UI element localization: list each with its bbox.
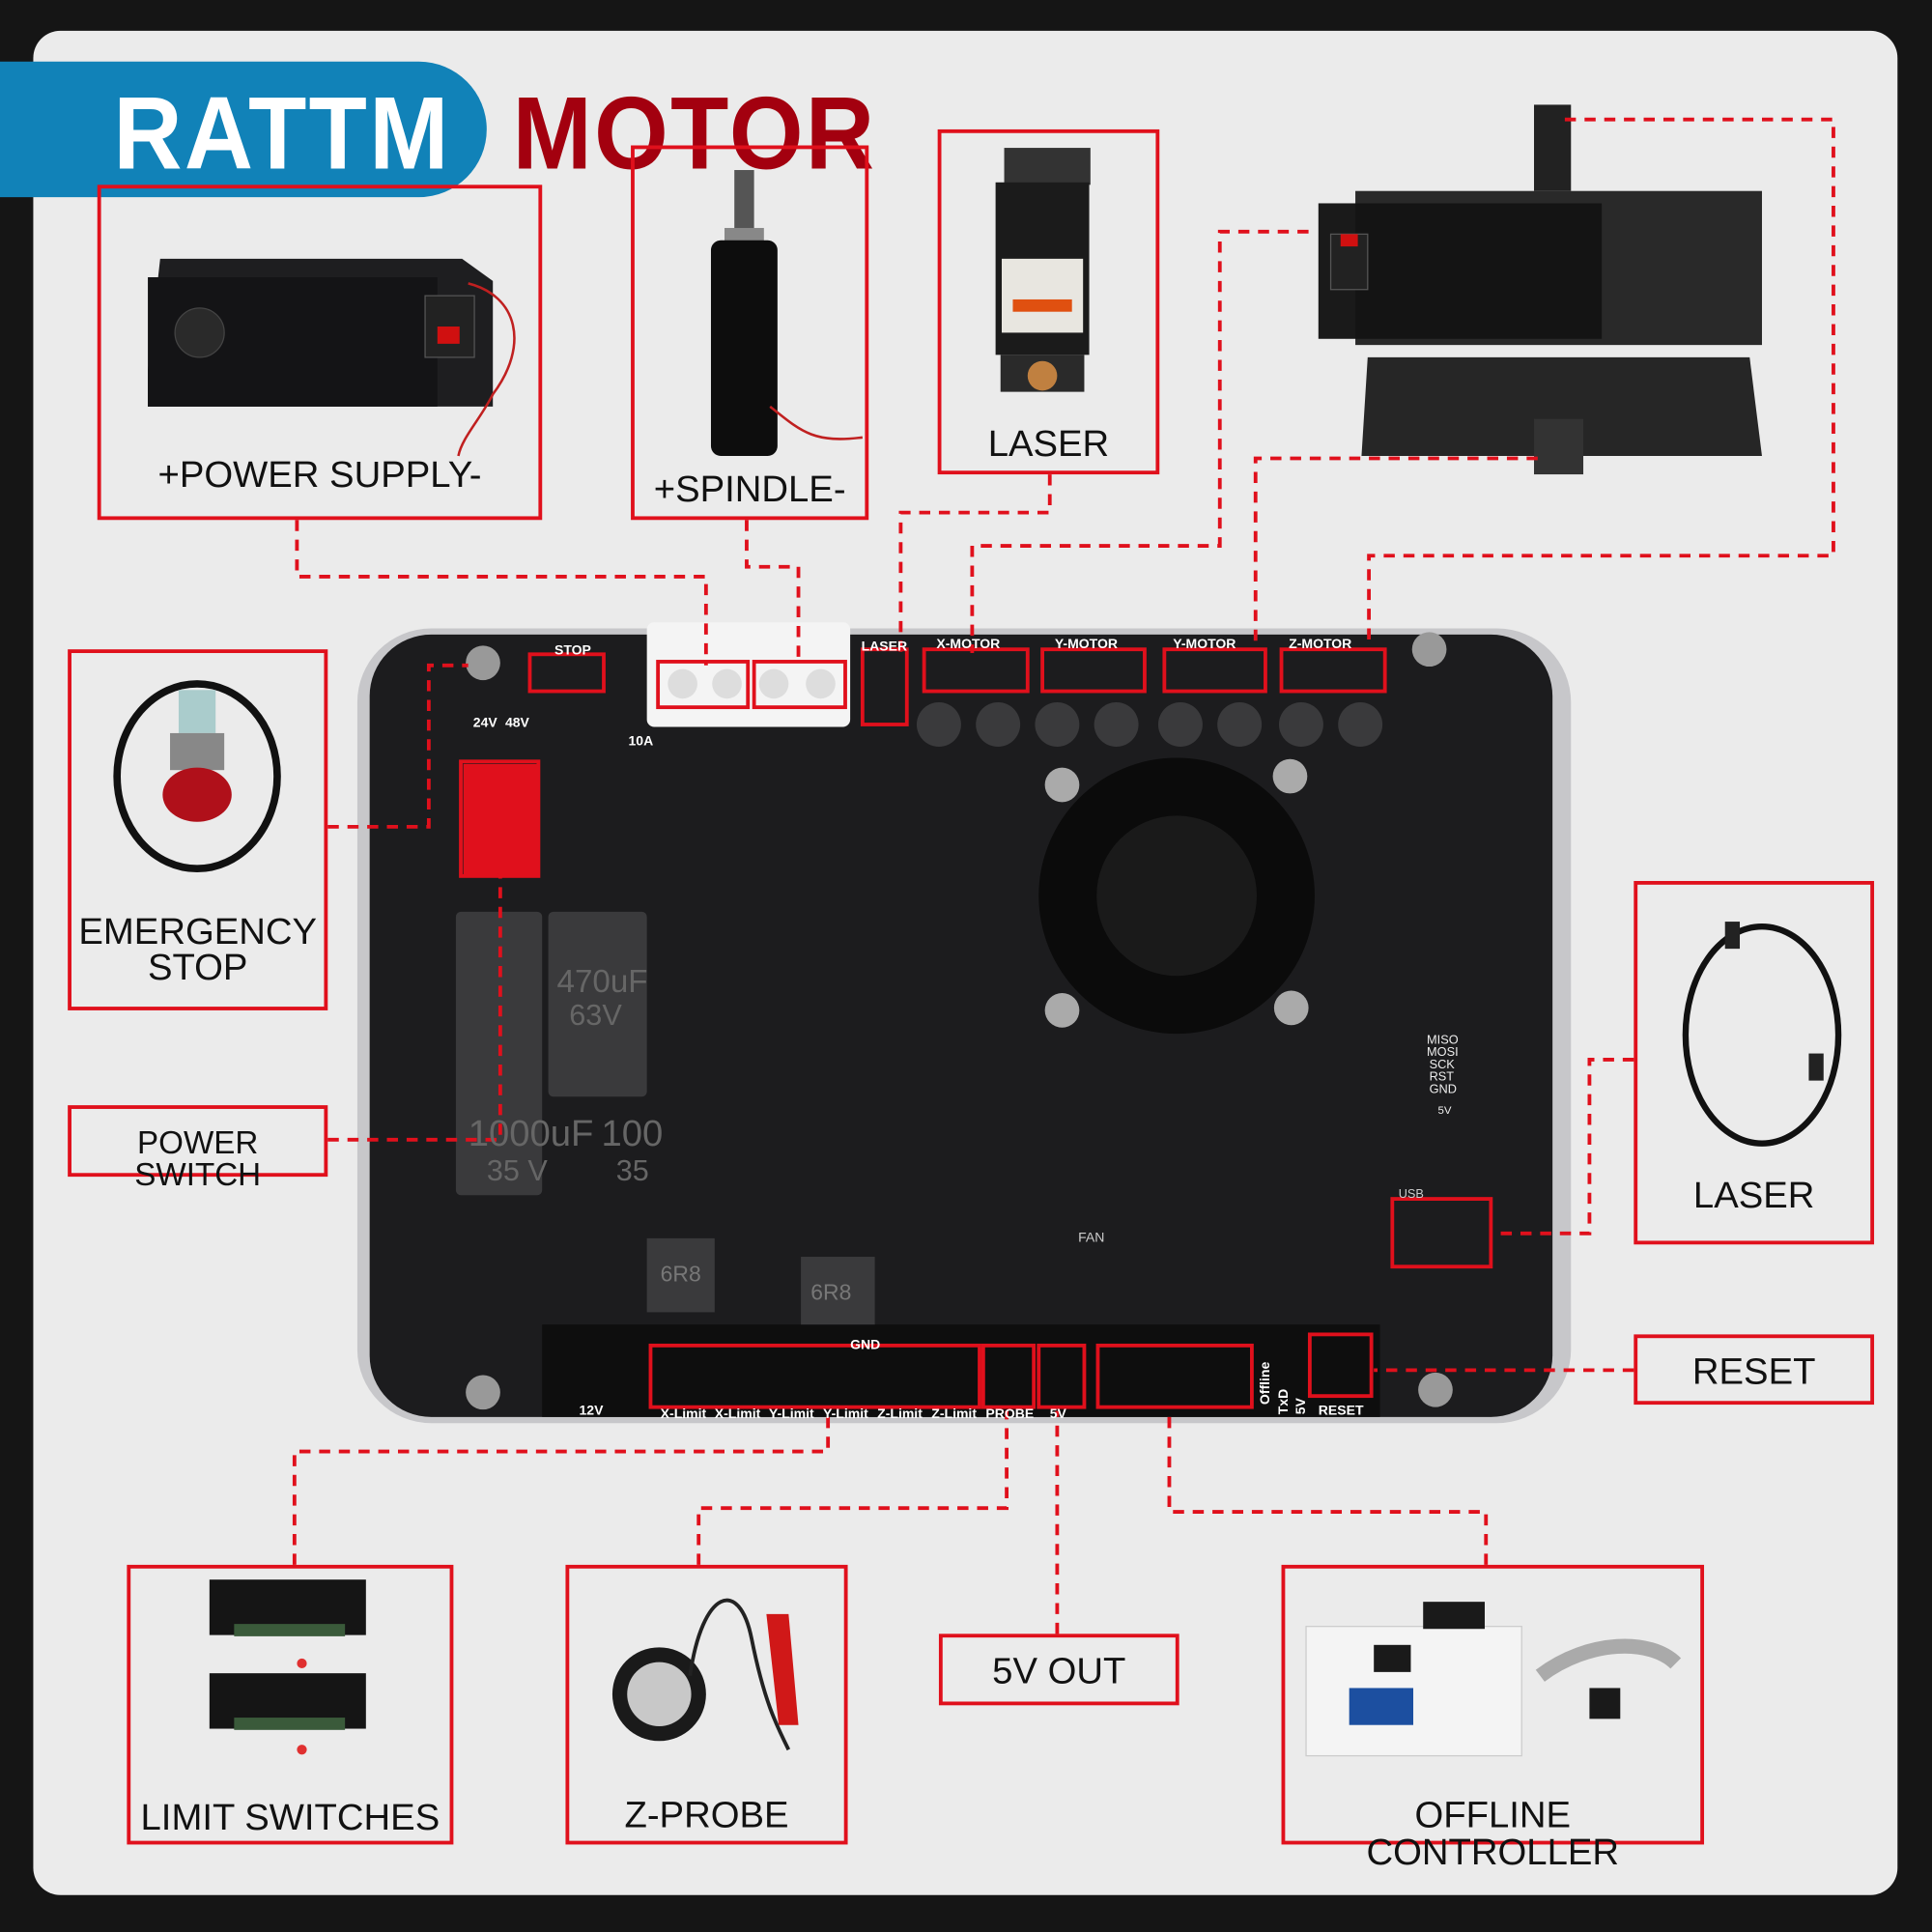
power-supply-label: +POWER SUPPLY- xyxy=(157,454,482,496)
leader-lines xyxy=(292,117,1835,1634)
controller-board xyxy=(356,622,1572,1424)
laser-usb-label: LASER xyxy=(1692,1175,1815,1216)
5v-out-label: 5V OUT xyxy=(992,1651,1126,1692)
power-switch-label: POWER SWITCH xyxy=(134,1123,262,1193)
emergency-stop-callout: EMERGENCY STOP xyxy=(68,649,328,1010)
spi-5v: 5V xyxy=(1438,1105,1452,1117)
limit-switch-image xyxy=(209,1579,366,1755)
laser-callout: LASER xyxy=(937,128,1160,475)
brand-logo: RATTM xyxy=(113,74,451,191)
x-limit-label-2: X-Limit xyxy=(715,1406,761,1421)
fuse-label: 10A xyxy=(629,733,654,749)
usb-cable-image xyxy=(1682,922,1842,1147)
spindle-callout: +SPINDLE- xyxy=(631,145,869,521)
spindle-label: +SPINDLE- xyxy=(653,469,846,511)
y-motor-label-2: Y-MOTOR xyxy=(1173,636,1236,651)
stop-label: STOP xyxy=(554,641,591,657)
capacitor-label-2: 1000uF xyxy=(469,1113,594,1154)
5v-port-label: 5V xyxy=(1050,1406,1067,1421)
offline-controller-callout: OFFLINE CONTROLLER xyxy=(1281,1564,1705,1871)
spi-sck: SCK xyxy=(1430,1057,1456,1071)
emergency-stop-image xyxy=(113,680,281,873)
y-motor-label-1: Y-MOTOR xyxy=(1055,636,1118,651)
z-motor-label: Z-MOTOR xyxy=(1289,636,1351,651)
24v-label: 24V xyxy=(473,715,498,730)
laser-label: LASER xyxy=(987,423,1110,465)
x-motor-label: X-MOTOR xyxy=(936,636,1000,651)
spi-rst: RST xyxy=(1430,1069,1455,1084)
spi-mosi: MOSI xyxy=(1427,1044,1459,1059)
offline-controller-image xyxy=(1305,1602,1682,1757)
limit-switches-label: LIMIT SWITCHES xyxy=(140,1797,440,1839)
12v-label: 12V xyxy=(579,1402,604,1417)
offline-controller-label: OFFLINE CONTROLLER xyxy=(1366,1795,1620,1873)
reset-label: RESET xyxy=(1691,1351,1816,1393)
laser-module-image xyxy=(995,148,1091,392)
z-probe-image xyxy=(611,1598,799,1751)
txd-label: TxD xyxy=(1275,1389,1291,1414)
laser-port-label: LASER xyxy=(862,638,908,653)
fan-label: FAN xyxy=(1078,1230,1104,1245)
z-probe-label: Z-PROBE xyxy=(624,1795,789,1836)
capacitor-label-3: 100 xyxy=(601,1113,663,1154)
laser-usb-callout: LASER xyxy=(1634,880,1875,1245)
offline-label: Offline xyxy=(1257,1361,1272,1405)
inductor-label: 6R8 xyxy=(661,1262,701,1287)
capacitor-voltage-2: 35 V xyxy=(487,1154,549,1187)
brand-banner xyxy=(0,61,487,198)
reset-board-label: RESET xyxy=(1319,1402,1364,1417)
y-limit-label-1: Y-Limit xyxy=(769,1406,814,1421)
5v-out-callout: 5V OUT xyxy=(938,1634,1179,1706)
capacitor-voltage: 63V xyxy=(569,999,622,1032)
emergency-stop-label-1: EMERGENCY xyxy=(78,911,318,952)
spindle-image xyxy=(710,170,864,456)
z-limit-label-1: Z-Limit xyxy=(877,1406,923,1421)
emergency-stop-label-2: STOP xyxy=(147,947,248,988)
5v-led-label: 5V xyxy=(1293,1397,1308,1414)
z-limit-label-2: Z-Limit xyxy=(931,1406,977,1421)
capacitor-voltage-3: 35 xyxy=(616,1154,649,1187)
brand-suffix: MOTOR xyxy=(512,74,877,191)
inductor-label-2: 6R8 xyxy=(810,1280,851,1305)
power-switch-callout: POWER SWITCH xyxy=(68,1105,328,1190)
48v-label: 48V xyxy=(505,715,530,730)
probe-label: PROBE xyxy=(985,1406,1034,1421)
usb-label: USB xyxy=(1399,1186,1424,1201)
cnc-machine-image xyxy=(1318,104,1762,475)
power-supply-image xyxy=(148,258,516,457)
z-probe-callout: Z-PROBE xyxy=(565,1564,848,1845)
capacitor-label: 470uF xyxy=(557,964,648,1000)
spi-miso: MISO xyxy=(1427,1032,1459,1046)
y-limit-label-2: Y-Limit xyxy=(823,1406,868,1421)
x-limit-label-1: X-Limit xyxy=(661,1406,707,1421)
limit-switches-callout: LIMIT SWITCHES xyxy=(127,1564,454,1845)
spi-gnd: GND xyxy=(1430,1081,1457,1095)
power-supply-callout: +POWER SUPPLY- xyxy=(97,185,543,521)
gnd-label: GND xyxy=(850,1337,880,1352)
reset-callout: RESET xyxy=(1634,1334,1875,1406)
